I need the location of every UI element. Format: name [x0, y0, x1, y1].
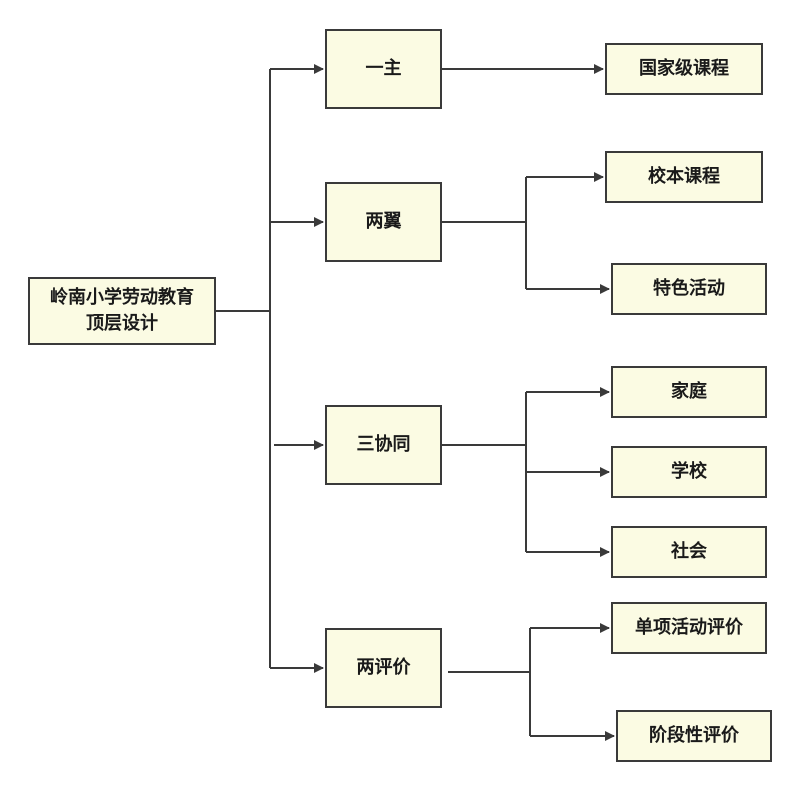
- branch-node-sanxietong: 三协同: [325, 405, 442, 485]
- leaf-node-school: 学校: [611, 446, 767, 498]
- leaf-node-featured-activities: 特色活动: [611, 263, 767, 315]
- leaf-node-stage-evaluation: 阶段性评价: [616, 710, 772, 762]
- branch-node-yizhu: 一主: [325, 29, 442, 109]
- root-node: 岭南小学劳动教育 顶层设计: [28, 277, 216, 345]
- branch-node-liangyi: 两翼: [325, 182, 442, 262]
- leaf-node-school-curriculum: 校本课程: [605, 151, 763, 203]
- leaf-node-single-activity-evaluation: 单项活动评价: [611, 602, 767, 654]
- branch-node-liangpingjia: 两评价: [325, 628, 442, 708]
- leaf-node-society: 社会: [611, 526, 767, 578]
- root-title-line2: 顶层设计: [86, 313, 158, 334]
- leaf-node-national-curriculum: 国家级课程: [605, 43, 763, 95]
- leaf-node-family: 家庭: [611, 366, 767, 418]
- root-title-line1: 岭南小学劳动教育: [50, 286, 194, 308]
